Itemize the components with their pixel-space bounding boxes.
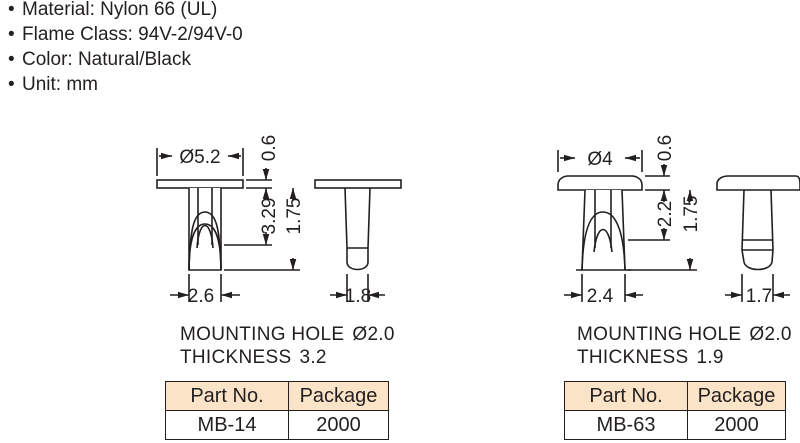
thickness-label: THICKNESS [577,347,689,368]
rivet-1-shank-length-label: 3.29 [259,198,280,235]
rivet-1-caption: MOUNTING HOLE Ø2.0 THICKNESS 3.2 [180,323,395,369]
rivet-1-dimension-lines [156,148,385,302]
package-header: Package [687,381,786,411]
rivet-2-head-diameter-label: Ø4 [587,149,613,170]
spec-unit: •Unit: mm [8,74,98,95]
spec-flame-class: •Flame Class: 94V-2/94V-0 [8,24,243,45]
spec-material: •Material: Nylon 66 (UL) [8,0,243,22]
bullet-icon: • [8,24,15,45]
rivet-1-head-diameter-label: Ø5.2 [179,147,220,168]
rivet-2-tip-width-label: 2.4 [587,286,614,307]
rivet-2-total-length-label: 1.75 [681,196,702,233]
mounting-hole-value: Ø2.0 [749,324,792,345]
rivet-2-dimension-lines [557,150,790,302]
bullet-icon: • [8,49,15,70]
package-cell: 2000 [288,410,389,440]
spec-list: •Material: Nylon 66 (UL) •Flame Class: 9… [8,0,243,97]
rivet-2-front-view [557,175,643,271]
thickness-value: 1.9 [696,347,724,368]
part-no-cell: MB-63 [564,410,688,440]
rivet-1-side-width-label: 1.8 [345,286,371,307]
rivet-2-part-table: Part No. Package MB-63 2000 [564,381,786,440]
thickness-label: THICKNESS [180,347,292,368]
thickness-value: 3.2 [299,347,327,368]
rivet-1-tip-width-label: 2.6 [188,286,214,307]
rivet-1-side-view [314,179,402,271]
part-no-header: Part No. [564,381,688,411]
rivet-2-caption: MOUNTING HOLE Ø2.0 THICKNESS 1.9 [577,323,792,369]
bullet-icon: • [8,0,15,20]
rivet-1-front-view [156,179,244,271]
rivet-2-shank-length-label: 2.2 [655,201,676,227]
rivet-1-part-table: Part No. Package MB-14 2000 [165,381,389,440]
package-header: Package [288,381,389,411]
mounting-hole-value: Ø2.0 [352,324,395,345]
package-cell: 2000 [687,410,786,440]
mounting-hole-label: MOUNTING HOLE [577,324,742,345]
part-no-cell: MB-14 [165,410,289,440]
bullet-icon: • [8,74,15,95]
rivet-2-side-width-label: 1.7 [746,286,772,307]
rivet-2-side-view [716,175,800,271]
rivet-1-head-thickness-label: 0.6 [259,135,280,161]
part-no-header: Part No. [165,381,289,411]
rivet-2-head-thickness-label: 0.6 [655,135,676,161]
spec-color: •Color: Natural/Black [8,49,191,70]
mounting-hole-label: MOUNTING HOLE [180,324,345,345]
rivet-1-total-length-label: 1.75 [284,198,305,235]
